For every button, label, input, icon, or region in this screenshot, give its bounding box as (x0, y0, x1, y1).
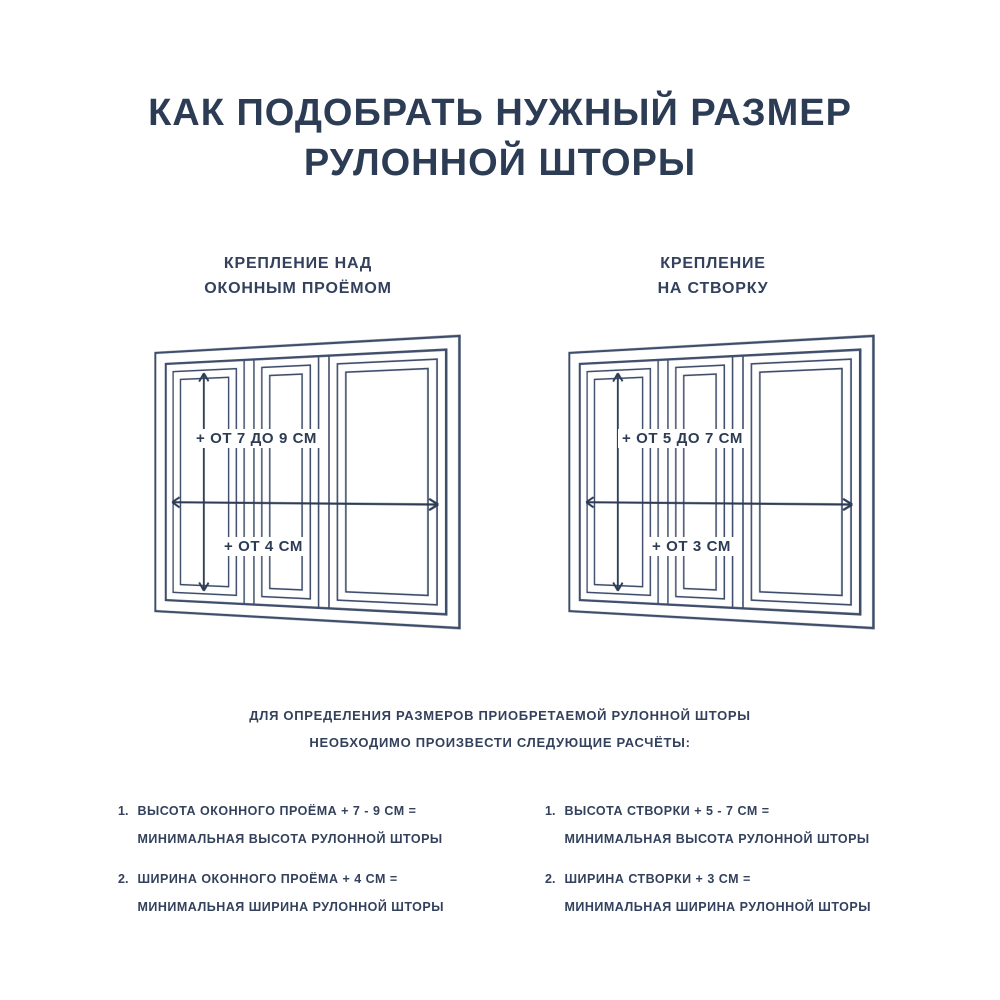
list-item-text: ВЫСОТА ОКОННОГО ПРОЁМА + 7 - 9 СМ = МИНИ… (137, 798, 442, 853)
section-heading-right-line2: НА СТВОРКУ (657, 279, 769, 297)
list-item-number: 2. (545, 872, 556, 886)
list-item-number: 1. (545, 804, 556, 818)
page-title: КАК ПОДОБРАТЬ НУЖНЫЙ РАЗМЕР РУЛОННОЙ ШТО… (0, 88, 1000, 188)
section-heading-left-line1: КРЕПЛЕНИЕ НАД (223, 255, 373, 272)
window-illustration-right (552, 332, 872, 632)
window-diagram (154, 322, 461, 642)
vertical-measure-arrow-icon (613, 373, 622, 591)
section-heading-mount-on-sash: КРЕПЛЕНИЕ НА СТВОРКУ (548, 252, 878, 302)
section-heading-right-line1: КРЕПЛЕНИЕ (660, 255, 766, 272)
height-measurement-label-left: + ОТ 7 ДО 9 СМ (192, 429, 321, 448)
calculation-note-line1: ДЛЯ ОПРЕДЕЛЕНИЯ РАЗМЕРОВ ПРИОБРЕТАЕМОЙ Р… (249, 708, 751, 723)
list-item-number: 2. (118, 872, 129, 886)
horizontal-measure-arrow-icon (586, 497, 852, 510)
formula-line: ШИРИНА СТВОРКИ + 3 СМ = (564, 872, 751, 886)
list-item: 1. ВЫСОТА ОКОННОГО ПРОЁМА + 7 - 9 СМ = М… (118, 798, 498, 853)
list-item-text: ШИРИНА СТВОРКИ + 3 СМ = МИНИМАЛЬНАЯ ШИРИ… (564, 866, 871, 921)
page-title-line1: КАК ПОДОБРАТЬ НУЖНЫЙ РАЗМЕР (148, 92, 852, 134)
result-line: МИНИМАЛЬНАЯ ВЫСОТА РУЛОННОЙ ШТОРЫ (137, 831, 443, 846)
result-line: МИНИМАЛЬНАЯ ВЫСОТА РУЛОННОЙ ШТОРЫ (564, 831, 870, 846)
window-illustration-left (138, 332, 458, 632)
list-item: 2. ШИРИНА ОКОННОГО ПРОЁМА + 4 СМ = МИНИМ… (118, 866, 498, 921)
calculation-note-line2: НЕОБХОДИМО ПРОИЗВЕСТИ СЛЕДУЮЩИЕ РАСЧЁТЫ: (309, 734, 691, 750)
section-heading-mount-above-opening: КРЕПЛЕНИЕ НАД ОКОННЫМ ПРОЁМОМ (133, 252, 463, 302)
result-line: МИНИМАЛЬНАЯ ШИРИНА РУЛОННОЙ ШТОРЫ (564, 899, 871, 914)
calculation-note: ДЛЯ ОПРЕДЕЛЕНИЯ РАЗМЕРОВ ПРИОБРЕТАЕМОЙ Р… (0, 703, 1000, 756)
calculation-list-right: 1. ВЫСОТА СТВОРКИ + 5 - 7 СМ = МИНИМАЛЬН… (545, 798, 925, 934)
formula-line: ВЫСОТА СТВОРКИ + 5 - 7 СМ = (564, 804, 770, 818)
height-measurement-label-right: + ОТ 5 ДО 7 СМ (618, 429, 747, 448)
width-measurement-label-right: + ОТ 3 СМ (648, 537, 735, 556)
list-item: 1. ВЫСОТА СТВОРКИ + 5 - 7 СМ = МИНИМАЛЬН… (545, 798, 925, 853)
vertical-measure-arrow-icon (199, 373, 208, 591)
section-heading-left-line2: ОКОННЫМ ПРОЁМОМ (204, 279, 392, 297)
width-measurement-label-left: + ОТ 4 СМ (220, 537, 307, 556)
calculation-list-left: 1. ВЫСОТА ОКОННОГО ПРОЁМА + 7 - 9 СМ = М… (118, 798, 498, 934)
horizontal-measure-arrow-icon (172, 497, 438, 510)
formula-line: ВЫСОТА ОКОННОГО ПРОЁМА + 7 - 9 СМ = (137, 804, 417, 818)
list-item-text: ШИРИНА ОКОННОГО ПРОЁМА + 4 СМ = МИНИМАЛЬ… (137, 866, 444, 921)
formula-line: ШИРИНА ОКОННОГО ПРОЁМА + 4 СМ = (137, 872, 398, 886)
result-line: МИНИМАЛЬНАЯ ШИРИНА РУЛОННОЙ ШТОРЫ (137, 899, 444, 914)
page-title-line2: РУЛОННОЙ ШТОРЫ (303, 142, 697, 185)
list-item: 2. ШИРИНА СТВОРКИ + 3 СМ = МИНИМАЛЬНАЯ Ш… (545, 866, 925, 921)
list-item-text: ВЫСОТА СТВОРКИ + 5 - 7 СМ = МИНИМАЛЬНАЯ … (564, 798, 869, 853)
window-diagram (568, 322, 875, 642)
list-item-number: 1. (118, 804, 129, 818)
